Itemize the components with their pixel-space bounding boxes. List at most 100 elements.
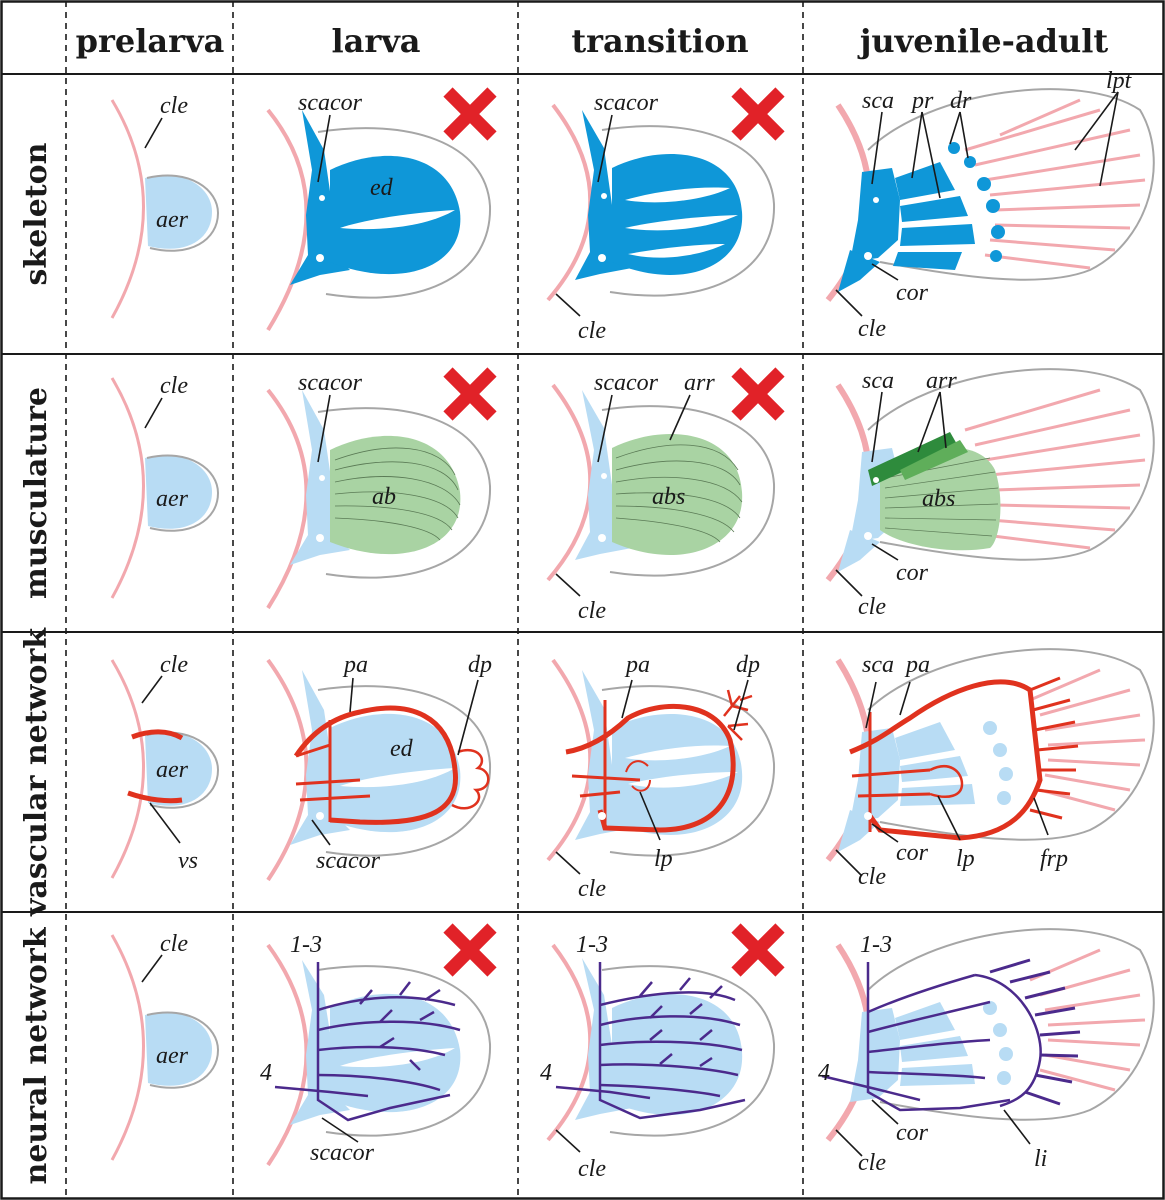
fin-bud — [145, 1012, 212, 1086]
column-header-transition: transition — [571, 22, 748, 60]
proximal-radial — [900, 196, 968, 222]
row-header-musculature: musculature — [19, 387, 54, 599]
arrector-muscle — [868, 432, 958, 486]
label-nerves-1-3: 1-3 — [576, 932, 608, 958]
cleithrum — [266, 658, 309, 882]
label-cle: cle — [858, 594, 886, 620]
fin-ray-plexus — [1029, 676, 1079, 820]
label-ab: ab — [372, 484, 396, 510]
label-pa: pa — [904, 652, 930, 678]
scapulocoracoid — [850, 168, 900, 262]
fin-outline — [867, 88, 1155, 281]
vascular-vessel — [131, 729, 184, 741]
nerve-network — [555, 962, 746, 1120]
abductor-muscle — [330, 435, 461, 555]
label-cle: cle — [160, 373, 188, 399]
label-pr: pr — [910, 88, 934, 114]
musculature-transition-panel: scacor arr abs cle — [546, 370, 780, 624]
vascular-vessel — [851, 712, 931, 832]
vascular-vessel — [127, 790, 183, 804]
label-dp: dp — [736, 652, 760, 678]
cleithrum — [266, 388, 309, 610]
vascular-transition-panel: pa dp lp cle — [546, 652, 776, 902]
musculature-juvenile-adult-panel: sca arr abs cor cle — [825, 368, 1155, 620]
neural-larva-panel: 1-3 4 scacor — [260, 928, 492, 1167]
skeleton-prelarva-panel: cle aer — [110, 93, 220, 319]
label-sca: sca — [862, 368, 894, 394]
cleithrum — [266, 108, 309, 332]
endoskeletal-disc — [612, 154, 743, 276]
fin-ray-nerves — [989, 958, 1081, 1106]
neural-transition-panel: 1-3 4 cle — [540, 928, 780, 1182]
coracoid — [838, 250, 880, 292]
label-ed: ed — [370, 175, 394, 201]
label-nerve-4: 4 — [540, 1060, 552, 1086]
label-abs: abs — [652, 484, 685, 510]
label-cle: cle — [578, 598, 606, 624]
label-scacor: scacor — [316, 848, 381, 874]
distal-radial — [991, 225, 1005, 239]
label-cle: cle — [858, 864, 886, 890]
label-cle: cle — [160, 652, 188, 678]
label-aer: aer — [156, 486, 189, 512]
pectoral-artery — [849, 679, 1043, 841]
vascular-prelarva-panel: cle aer vs — [110, 652, 220, 879]
cleithrum — [110, 99, 145, 319]
proximal-radial — [895, 162, 955, 200]
vascular-larva-panel: pa dp ed scacor — [266, 652, 492, 882]
cleithrum — [266, 943, 309, 1167]
label-scacor: scacor — [298, 370, 363, 396]
label-cor: cor — [896, 1120, 929, 1146]
absent-mark — [448, 928, 492, 972]
label-lpt: lpt — [1106, 68, 1133, 94]
label-arr: arr — [684, 370, 715, 396]
label-dp: dp — [468, 652, 492, 678]
label-li: li — [1034, 1146, 1047, 1172]
label-scacor: scacor — [594, 370, 659, 396]
skeleton-juvenile-adult-panel: sca pr dr lpt cor cle — [825, 68, 1155, 342]
arrector-muscle — [900, 440, 968, 480]
absent-mark — [736, 92, 780, 136]
label-cle: cle — [160, 931, 188, 957]
distal-radial — [948, 142, 960, 154]
label-cle: cle — [578, 318, 606, 344]
skeleton-transition-panel: scacor cle — [546, 90, 780, 344]
lateral-plexus — [625, 760, 651, 792]
label-scacor: scacor — [310, 1140, 375, 1166]
label-arr: arr — [926, 368, 957, 394]
label-cor: cor — [896, 560, 929, 586]
vascular-juvenile-adult-panel: sca pa cor lp frp cle — [825, 648, 1155, 890]
label-abs: abs — [922, 486, 955, 512]
row-header-neural-network: neural network — [19, 926, 54, 1184]
absent-mark — [736, 372, 780, 416]
distal-radial — [986, 199, 1000, 213]
proximal-radial — [893, 252, 962, 270]
label-pa: pa — [624, 652, 650, 678]
label-cle: cle — [858, 316, 886, 342]
label-vs: vs — [178, 848, 198, 874]
fin-bud — [145, 175, 212, 249]
label-nerves-1-3: 1-3 — [860, 932, 892, 958]
cleithrum — [110, 377, 145, 599]
musculature-prelarva-panel: cle aer — [110, 373, 220, 599]
label-lp: lp — [654, 846, 673, 872]
cleithrum — [110, 934, 145, 1161]
label-nerves-1-3: 1-3 — [290, 932, 322, 958]
column-header-juvenile-adult: juvenile-adult — [857, 22, 1109, 60]
proximal-radial — [900, 224, 975, 246]
label-scacor: scacor — [298, 90, 363, 116]
distal-radial — [990, 250, 1002, 262]
neural-juvenile-adult-panel: 1-3 4 cor li cle — [818, 928, 1155, 1176]
column-header-larva: larva — [331, 22, 420, 60]
absent-mark — [448, 92, 492, 136]
label-frp: frp — [1040, 846, 1068, 872]
fin-bud — [145, 732, 212, 806]
label-cle: cle — [578, 1156, 606, 1182]
neural-prelarva-panel: cle aer — [110, 931, 220, 1161]
label-nerve-4: 4 — [260, 1060, 272, 1086]
label-scacor: scacor — [594, 90, 659, 116]
row-header-skeleton: skeleton — [19, 142, 54, 285]
distal-radial — [964, 156, 976, 168]
lepidotrichia — [964, 98, 1146, 270]
